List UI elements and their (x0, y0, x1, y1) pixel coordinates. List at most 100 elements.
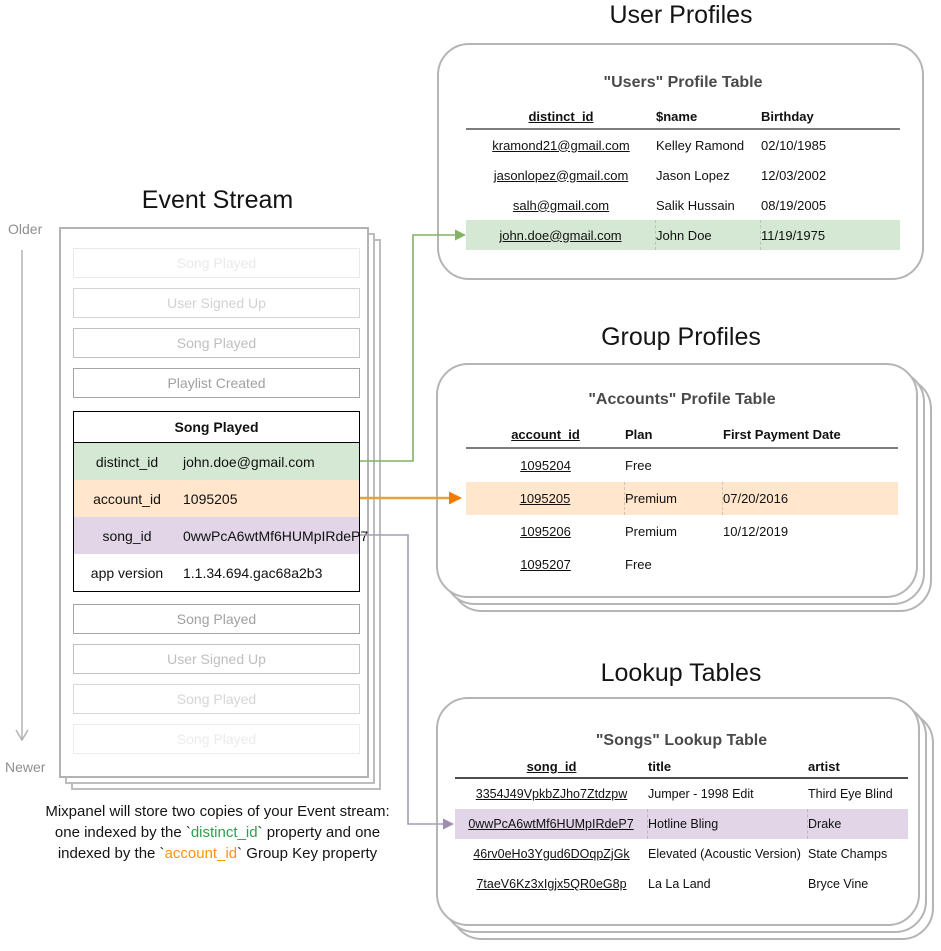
cell-distinct-id: kramond21@gmail.com (492, 137, 630, 153)
event-label: Song Played (174, 419, 259, 435)
cell-artist: Bryce Vine (808, 877, 869, 891)
event-row: Song Played (73, 684, 360, 714)
table-row: 3354J49VpkbZJho7Ztdzpw Jumper - 1998 Edi… (455, 779, 908, 809)
caption-text: ` property and one (257, 824, 381, 841)
cell-account-id: 1095207 (520, 557, 571, 572)
songs-table-header: song_id title artist (455, 755, 908, 777)
column-header-artist: artist (808, 758, 840, 774)
older-label: Older (8, 221, 43, 237)
user-profiles-title: User Profiles (609, 1, 753, 29)
cell-plan: Premium (625, 482, 723, 515)
table-row-highlighted: 0wwPcA6wtMf6HUMpIRdeP7 Hotline Bling Dra… (455, 809, 908, 839)
accounts-table-header: account_id Plan First Payment Date (466, 421, 898, 447)
caption-text: ` Group Key property (237, 845, 378, 862)
cell-song-id: 7taeV6Kz3xIgjx5QR0eG8p (476, 877, 627, 891)
column-header-birthday: Birthday (761, 108, 814, 124)
cell-plan: Free (625, 557, 652, 572)
column-header-song-id: song_id (526, 758, 577, 774)
timeline-arrow (15, 250, 29, 742)
event-label: Song Played (176, 335, 257, 351)
caption-distinct-id-keyword: distinct_id (190, 824, 258, 841)
accounts-table-title: "Accounts" Profile Table (588, 391, 776, 408)
songs-table: song_id title artist 3354J49VpkbZJho7Ztd… (455, 755, 908, 899)
property-key: distinct_id (95, 453, 159, 470)
cell-birthday: 12/03/2002 (761, 167, 827, 183)
event-label: Song Played (176, 611, 257, 627)
cell-birthday: 08/19/2005 (761, 197, 827, 213)
cell-artist: Third Eye Blind (808, 787, 893, 801)
cell-song-id: 46rv0eHo3Ygud6DOqpZjGk (473, 847, 630, 861)
newer-label: Newer (5, 759, 46, 775)
property-value: 0wwPcA6wtMf6HUMpIRdeP7 (183, 527, 369, 544)
cell-artist: State Champs (808, 847, 888, 861)
column-header-distinct-id: distinct_id (528, 108, 594, 124)
caption-text: indexed by the ` (57, 845, 165, 862)
cell-name: Salik Hussain (656, 197, 735, 213)
event-row: Song Played (73, 724, 360, 754)
group-profiles-title: Group Profiles (601, 323, 761, 351)
property-row-song-id: song_id 0wwPcA6wtMf6HUMpIRdeP7 (74, 517, 368, 554)
users-table-header: distinct_id $name Birthday (466, 104, 900, 128)
property-value: 1095205 (183, 490, 238, 507)
event-label: Playlist Created (167, 375, 266, 391)
caption-line-3: indexed by the `account_id` Group Key pr… (25, 843, 410, 864)
cell-title: Elevated (Acoustic Version) (648, 847, 801, 861)
column-header-title: title (648, 758, 672, 774)
event-row: Song Played (73, 604, 360, 634)
property-key: app version (90, 564, 164, 581)
event-label: Song Played (176, 691, 257, 707)
cell-plan: Premium (625, 524, 678, 539)
property-row-distinct-id: distinct_id john.doe@gmail.com (74, 443, 359, 480)
cell-title: Jumper - 1998 Edit (648, 787, 754, 801)
table-row: 1095204 Free (466, 449, 898, 482)
expanded-event-title: Song Played (74, 412, 359, 443)
footer-caption: Mixpanel will store two copies of your E… (25, 801, 410, 864)
event-label: User Signed Up (167, 651, 266, 667)
event-label: Song Played (176, 255, 257, 271)
event-label: Song Played (176, 731, 257, 747)
songs-table-title: "Songs" Lookup Table (595, 732, 768, 749)
cell-title: Hotline Bling (648, 809, 808, 839)
users-table-title: "Users" Profile Table (603, 74, 763, 91)
cell-song-id: 3354J49VpkbZJho7Ztdzpw (475, 787, 628, 801)
cell-name: John Doe (656, 220, 761, 250)
property-value: john.doe@gmail.com (183, 453, 315, 470)
table-row: jasonlopez@gmail.com Jason Lopez 12/03/2… (466, 160, 900, 190)
property-row-app-version: app version 1.1.34.694.gac68a2b3 (74, 554, 359, 591)
column-header-first-payment-date: First Payment Date (723, 426, 841, 442)
table-row: 46rv0eHo3Ygud6DOqpZjGk Elevated (Acousti… (455, 839, 908, 869)
column-header-account-id: account_id (511, 426, 580, 442)
header-separator (466, 447, 898, 449)
caption-text: one indexed by the ` (54, 824, 191, 841)
cell-distinct-id: salh@gmail.com (512, 197, 610, 213)
cell-name: Jason Lopez (656, 167, 730, 183)
event-row: Playlist Created (73, 368, 360, 398)
cell-account-id: 1095205 (466, 482, 625, 515)
expanded-event-card: Song Played distinct_id john.doe@gmail.c… (73, 411, 368, 592)
table-row-highlighted: john.doe@gmail.com John Doe 11/19/1975 (466, 220, 900, 250)
cell-birthday: 11/19/1975 (761, 227, 826, 243)
cell-title: La La Land (648, 877, 711, 891)
cell-account-id: 1095206 (520, 524, 571, 539)
event-stream-title: Event Stream (141, 186, 294, 214)
lookup-tables-title: Lookup Tables (600, 659, 762, 687)
caption-account-id-keyword: account_id (164, 845, 238, 862)
cell-birthday: 02/10/1985 (761, 137, 827, 153)
cell-distinct-id: jasonlopez@gmail.com (493, 167, 629, 183)
cell-plan: Free (625, 458, 652, 473)
header-separator (466, 128, 900, 130)
cell-first-payment-date: 07/20/2016 (723, 491, 789, 506)
cell-first-payment-date: 10/12/2019 (723, 524, 789, 539)
table-row: kramond21@gmail.com Kelley Ramond 02/10/… (466, 130, 900, 160)
table-row: 1095207 Free (466, 548, 898, 581)
property-row-account-id: account_id 1095205 (74, 480, 359, 517)
event-label: User Signed Up (167, 295, 266, 311)
cell-distinct-id: john.doe@gmail.com (466, 220, 656, 250)
event-row: Song Played (73, 328, 360, 358)
event-row: User Signed Up (73, 288, 360, 318)
property-key: account_id (93, 490, 161, 507)
header-separator (455, 777, 908, 779)
column-header-name: $name (656, 108, 698, 124)
accounts-table: account_id Plan First Payment Date 10952… (466, 421, 898, 581)
